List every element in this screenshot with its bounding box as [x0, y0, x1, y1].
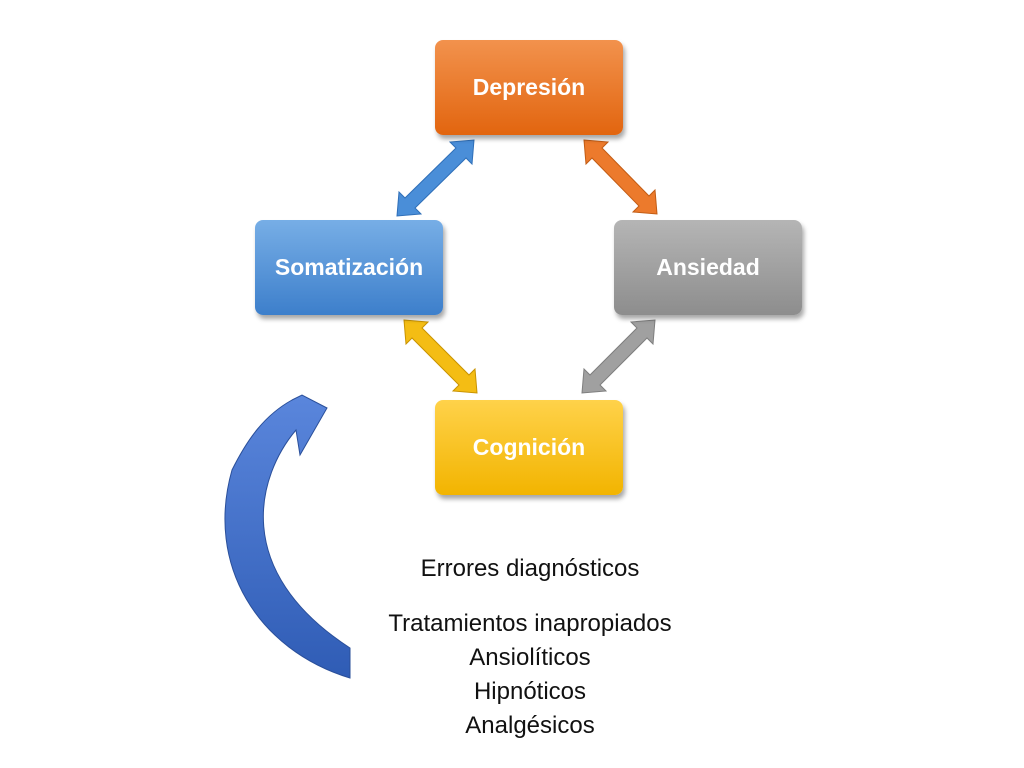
note-item: Hipnóticos	[473, 678, 587, 705]
note-errores-diagnosticos: Errores diagnósticos	[330, 552, 730, 586]
node-ansiedad: Ansiedad	[614, 220, 802, 315]
node-label: Depresión	[472, 74, 586, 100]
note-tratamientos: Tratamientos inapropiados Ansiolíticos H…	[330, 607, 730, 743]
arrow-somatizacion-cognicion	[403, 319, 478, 394]
note-text: Errores diagnósticos	[420, 555, 640, 582]
node-label: Somatización	[274, 254, 424, 280]
node-label: Cognición	[472, 434, 586, 460]
note-title: Tratamientos inapropiados	[388, 610, 672, 637]
arrow-ansiedad-cognicion	[581, 319, 656, 394]
note-item: Ansiolíticos	[469, 644, 591, 671]
feedback-curved-arrow	[224, 394, 351, 679]
node-cognicion: Cognición	[435, 400, 623, 495]
arrow-depresion-ansiedad	[583, 139, 658, 215]
arrow-depresion-somatizacion	[396, 139, 475, 217]
node-somatizacion: Somatización	[255, 220, 443, 315]
node-label: Ansiedad	[656, 254, 760, 280]
node-depresion: Depresión	[435, 40, 623, 135]
note-item: Analgésicos	[465, 712, 595, 739]
